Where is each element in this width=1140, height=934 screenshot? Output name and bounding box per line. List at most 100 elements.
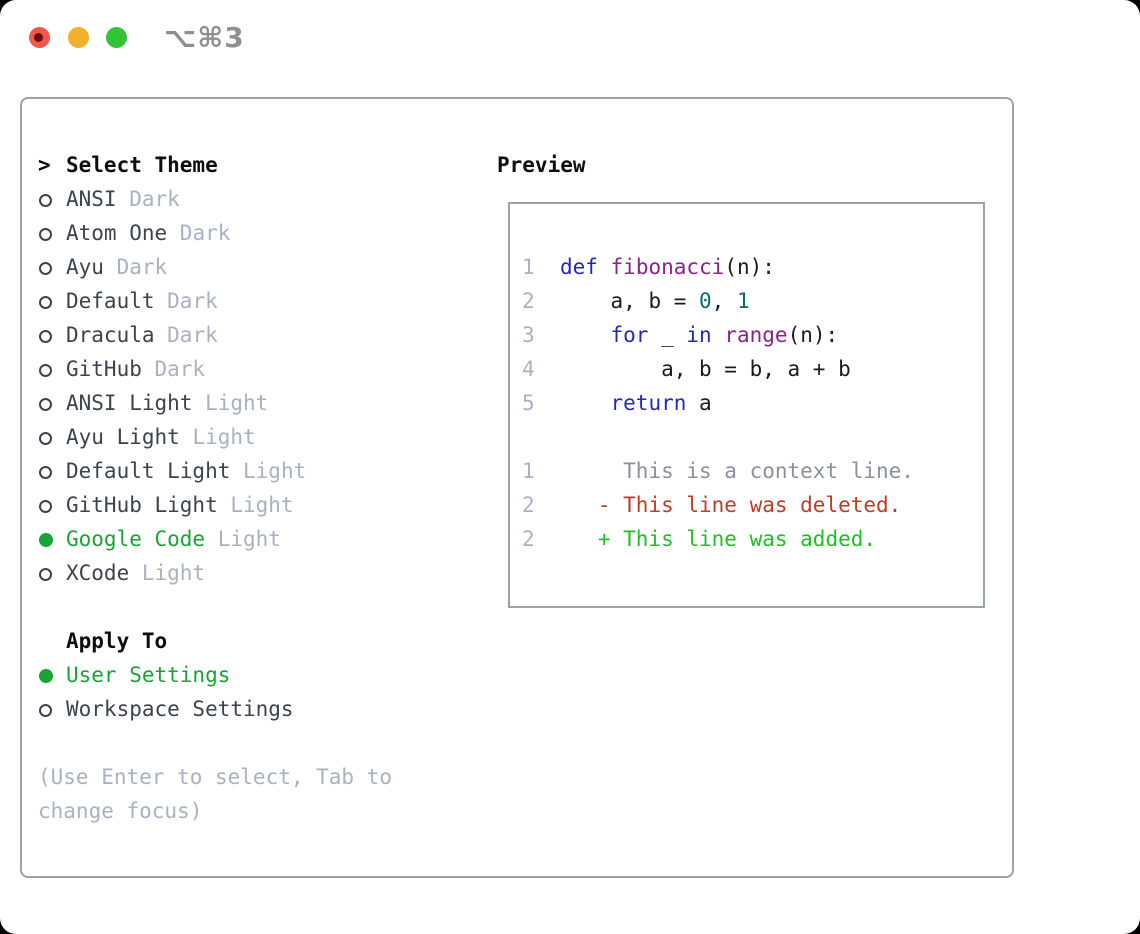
theme-option[interactable]: Atom One Dark [38, 216, 458, 250]
radio-circle [39, 228, 52, 241]
theme-option[interactable]: Google Code Light [38, 522, 458, 556]
code-token-pl: a [686, 391, 712, 415]
option-variant-label: Dark [154, 323, 218, 347]
code-line: 1 def fibonacci(n): [510, 250, 983, 284]
code-token-fn: fibonacci [610, 255, 725, 279]
code-line: 1 This is a context line. [510, 454, 983, 488]
code-token-pl [598, 255, 611, 279]
option-variant-label: Light [205, 527, 281, 551]
radio-circle [39, 330, 52, 343]
code-token-pl [560, 323, 611, 347]
radio-unselected-icon [38, 352, 66, 386]
apply-to-option[interactable]: Workspace Settings [38, 692, 458, 726]
line-number: 3 [522, 323, 560, 347]
radio-circle [39, 533, 53, 547]
maximize-button[interactable] [106, 27, 127, 48]
code-token-kw: for [610, 323, 649, 347]
minimize-button[interactable] [68, 27, 89, 48]
prompt-icon: > [38, 153, 51, 177]
radio-circle [39, 398, 52, 411]
code-token-fn: range [724, 323, 788, 347]
theme-selector-title: Select Theme [66, 153, 218, 177]
theme-option[interactable]: Default Light Light [38, 454, 458, 488]
option-label: Default [66, 289, 155, 313]
radio-unselected-icon [38, 692, 66, 726]
code-token-pl: , [711, 289, 737, 313]
radio-circle [39, 364, 52, 377]
apply-to-title: Apply To [66, 629, 168, 653]
option-variant-label: Light [129, 561, 206, 585]
help-text: (Use Enter to select, Tab to change focu… [38, 765, 393, 823]
theme-option[interactable]: Ayu Dark [38, 250, 458, 284]
theme-option[interactable]: Ayu Light Light [38, 420, 458, 454]
radio-unselected-icon [38, 454, 66, 488]
option-label: XCode [66, 561, 130, 585]
radio-circle [39, 669, 53, 683]
apply-to-option[interactable]: User Settings [38, 658, 458, 692]
radio-unselected-icon [38, 420, 66, 454]
radio-unselected-icon [38, 556, 66, 590]
code-token-add: + This line was added. [559, 527, 877, 551]
theme-option[interactable]: GitHub Light Light [38, 488, 458, 522]
theme-option[interactable]: XCode Light [38, 556, 458, 590]
code-token-num: 1 [736, 289, 750, 313]
line-number: 2 [522, 493, 560, 517]
option-variant-label: Dark [154, 289, 218, 313]
radio-unselected-icon [38, 182, 66, 216]
code-token-kw: in [686, 323, 712, 347]
preview-title: Preview [497, 153, 586, 177]
radio-circle [39, 500, 52, 513]
option-label: Atom One [66, 221, 168, 245]
code-line: 2 - This line was deleted. [510, 488, 983, 522]
line-number: 2 [522, 527, 560, 551]
spacer [38, 726, 458, 760]
option-label: User Settings [66, 663, 231, 687]
option-label: GitHub [66, 357, 142, 381]
code-token-num: 0 [699, 289, 712, 313]
theme-option[interactable]: ANSI Light Light [38, 386, 458, 420]
code-line: 3 for _ in range(n): [510, 318, 983, 352]
code-token-pl: (n): [724, 255, 775, 279]
code-token-kw: def [559, 255, 598, 279]
radio-circle [39, 194, 52, 207]
theme-option[interactable]: Dracula Dark [38, 318, 458, 352]
radio-unselected-icon [38, 250, 66, 284]
line-number: 5 [522, 391, 560, 415]
code-line: 2 + This line was added. [510, 522, 983, 556]
code-token-ctx: This is a context line. [559, 459, 914, 483]
option-variant-label: Light [179, 425, 256, 449]
theme-option[interactable]: GitHub Dark [38, 352, 458, 386]
radio-circle [39, 704, 52, 717]
radio-unselected-icon [38, 488, 66, 522]
option-label: Ayu Light [66, 425, 180, 449]
spacer [38, 590, 458, 624]
line-number: 4 [522, 357, 560, 381]
code-line [510, 420, 983, 454]
code-token-pl [712, 323, 725, 347]
option-variant-label: Dark [141, 357, 206, 381]
code-token-pl: (n): [787, 323, 839, 347]
theme-option[interactable]: ANSI Dark [38, 182, 458, 216]
code-line: 5 return a [510, 386, 983, 420]
line-number: 2 [522, 289, 560, 313]
line-number: 1 [522, 459, 560, 483]
option-label: Ayu [66, 255, 104, 279]
close-button[interactable] [29, 27, 50, 48]
code-token-pl: _ [648, 323, 687, 347]
code-token-pl [560, 391, 611, 415]
code-token-del: - This line was deleted. [559, 493, 902, 517]
option-label: ANSI [66, 187, 117, 211]
option-label: Dracula [66, 323, 155, 347]
option-label: Workspace Settings [66, 697, 294, 721]
radio-circle [39, 466, 52, 479]
code-token-kw: return [610, 391, 687, 415]
code-line: 4 a, b = b, a + b [510, 352, 983, 386]
line-number: 1 [522, 255, 560, 279]
radio-selected-icon [38, 658, 66, 692]
theme-option[interactable]: Default Dark [38, 284, 458, 318]
